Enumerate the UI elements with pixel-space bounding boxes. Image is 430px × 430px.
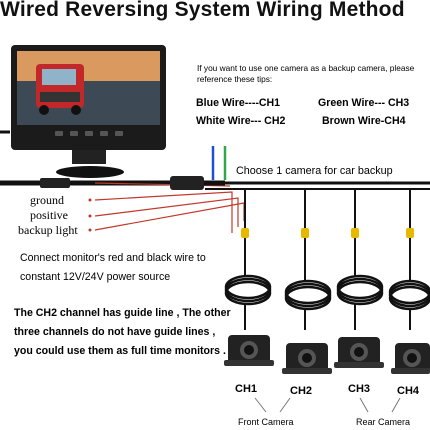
tips-intro: If you want to use one camera as a backu…	[197, 63, 415, 84]
channel-ch1: CH1	[235, 383, 258, 395]
cameras	[224, 335, 430, 374]
monitor	[11, 45, 166, 178]
ground-label: ground	[30, 193, 64, 207]
guide-note: The CH2 channel has guide line , The oth…	[14, 307, 231, 357]
backup-light-label: backup light	[18, 223, 78, 237]
wire-white-ch2: White Wire--- CH2	[196, 115, 286, 127]
wire-brown-ch4: Brown Wire-CH4	[322, 115, 406, 127]
wire-green-ch3: Green Wire--- CH3	[318, 97, 410, 109]
channel-ch2: CH2	[290, 385, 313, 397]
camera-chains	[244, 189, 411, 230]
positive-label: positive	[30, 208, 68, 222]
front-camera-label: Front Camera	[238, 417, 294, 427]
choose-camera-label: Choose 1 camera for car backup	[236, 165, 393, 177]
channel-ch4: CH4	[397, 385, 420, 397]
page-title: Wired Reversing System Wiring Method	[0, 0, 405, 21]
power-note: Connect monitor's red and black wire to …	[20, 252, 206, 283]
rear-camera-label: Rear Camera	[356, 417, 411, 427]
channel-ch3: CH3	[348, 383, 371, 395]
wire-blue-ch1: Blue Wire----CH1	[196, 97, 281, 109]
